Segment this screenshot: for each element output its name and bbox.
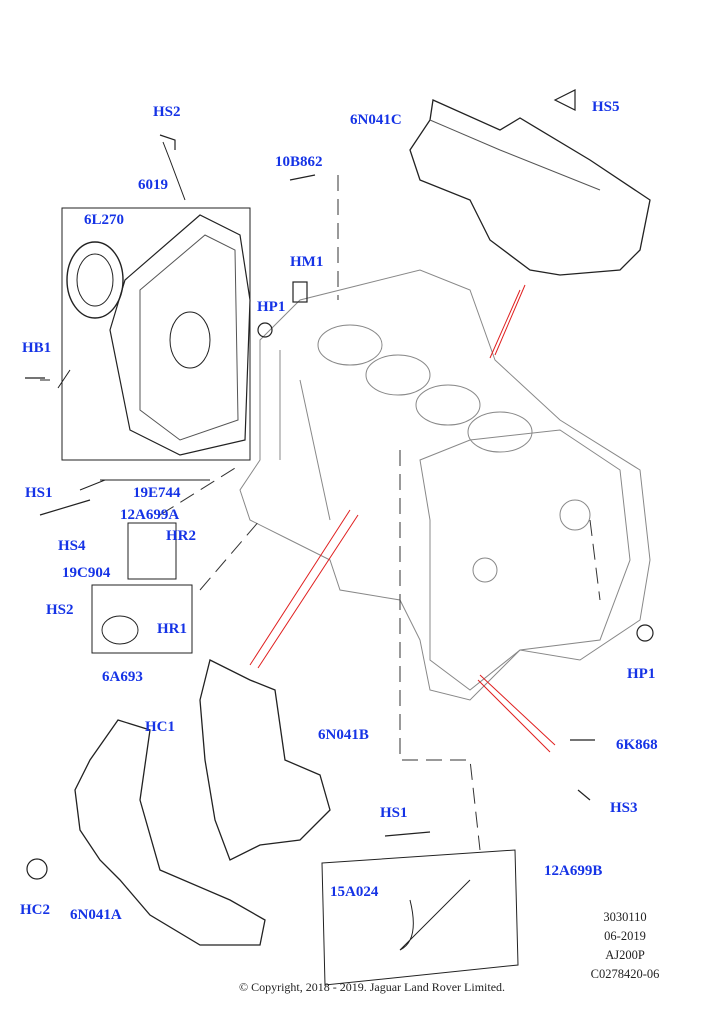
callout-6N041A: 6N041A <box>70 907 122 923</box>
reference-code: C0278420-06 <box>590 967 660 981</box>
callout-12A699A: 12A699A <box>120 507 180 523</box>
callout-19C904: 19C904 <box>62 565 111 581</box>
callout-HP1: HP1 <box>257 299 286 315</box>
front-shield-a <box>74 719 266 946</box>
engine-code: AJ200P <box>605 948 645 962</box>
callout-HC1: HC1 <box>145 719 175 735</box>
timing-cover-group <box>40 141 251 461</box>
callout-HR1: HR1 <box>157 621 187 637</box>
callout-HC2: HC2 <box>20 902 50 918</box>
copyright: © Copyright, 2018 - 2019. Jaguar Land Ro… <box>238 980 506 994</box>
callout-6N041C: 6N041C <box>350 112 402 128</box>
callout-10B862: 10B862 <box>275 154 323 170</box>
callout-HS1: HS1 <box>25 485 53 501</box>
illustration-date: 06-2019 <box>604 929 646 943</box>
6a693-box <box>91 584 193 654</box>
callout-HS3: HS3 <box>610 800 638 816</box>
callout-6K868: 6K868 <box>616 737 658 753</box>
callout-HS5: HS5 <box>592 99 620 115</box>
front-shield-b <box>199 659 331 861</box>
19c904-box <box>127 522 177 580</box>
callout-19E744: 19E744 <box>133 485 181 501</box>
callout-HR2: HR2 <box>166 528 196 544</box>
upper-heat-shield <box>409 99 651 276</box>
callout-HS4: HS4 <box>58 538 86 554</box>
callout-HM1: HM1 <box>290 254 324 270</box>
engine-block <box>239 269 651 701</box>
callout-6L270: 6L270 <box>84 212 125 228</box>
illustration-number: 3030110 <box>603 910 647 924</box>
callout-12A699B: 12A699B <box>544 863 603 879</box>
callout-HB1: HB1 <box>22 340 52 356</box>
callout-HP1-right: HP1 <box>627 666 656 682</box>
illustration-info: 3030110 06-2019 AJ200P C0278420-06 <box>560 908 690 984</box>
callout-6N041B: 6N041B <box>318 727 369 743</box>
callout-HS2-lower: HS2 <box>46 602 74 618</box>
12a699b-box <box>321 849 519 986</box>
red-leader-lines <box>249 284 556 753</box>
callout-6019: 6019 <box>138 177 168 193</box>
callout-HS2: HS2 <box>153 104 181 120</box>
callout-HS1-lower: HS1 <box>380 805 408 821</box>
callout-6A693: 6A693 <box>102 669 143 685</box>
callout-15A024: 15A024 <box>330 884 379 900</box>
